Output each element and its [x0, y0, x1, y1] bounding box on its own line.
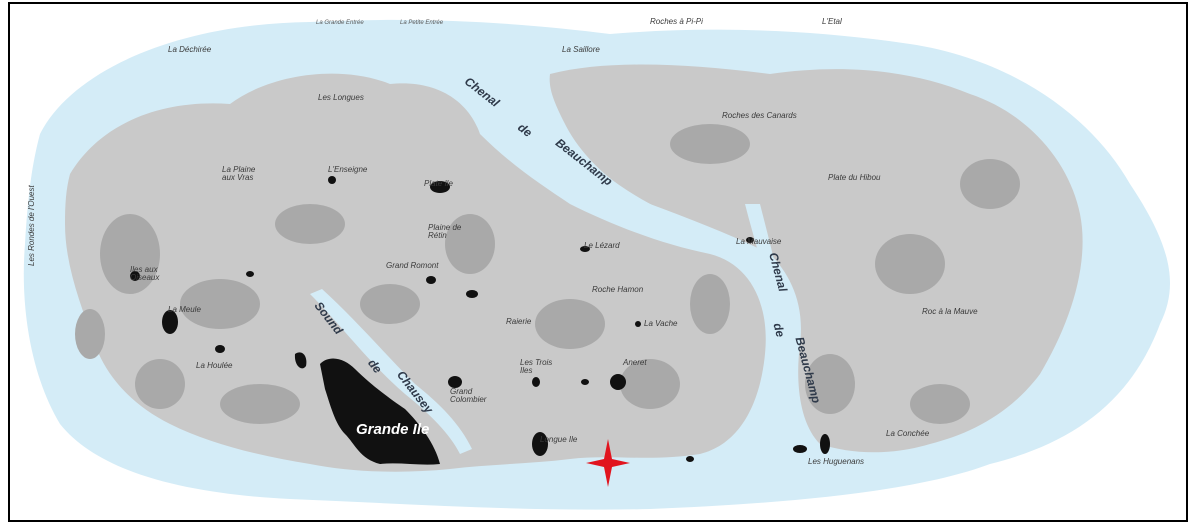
chausey-islands-map: [23, 19, 1171, 510]
label-roches-des-canards: Roches des Canards: [722, 111, 797, 120]
label-la-saillore: La Saillore: [562, 45, 600, 54]
label-raierie: Raierie: [506, 317, 532, 326]
channel-beauchamp: [455, 62, 660, 219]
black-islets: [130, 176, 830, 465]
red-star-marker-icon: [586, 439, 630, 487]
label-roches-a-pi-pi: Roches à Pi-Pi: [650, 17, 703, 26]
sound-de-chausey: [310, 289, 472, 454]
label-plaine-de-retin: Plaine de Rétin: [428, 223, 462, 240]
label-les-trois-iles: Les Trois Iles: [520, 358, 553, 375]
land-east: [549, 64, 1083, 453]
label-grand-colombier: Grand Colombier: [450, 387, 487, 404]
rock-patches: [75, 124, 1020, 424]
label-la-vache: La Vache: [644, 319, 678, 328]
label-grand-romont: Grand Romont: [386, 261, 439, 270]
channel-beauchamp-south: [745, 204, 795, 474]
label-longue-ile: Longue Ile: [540, 435, 578, 444]
label-aneret: Aneret: [623, 358, 647, 367]
label-la-dechiree: La Déchirée: [168, 45, 212, 54]
label-la-petite-entree: La Petite Entrée: [400, 20, 444, 26]
label-la-plaine-aux-vras: La Plaine aux Vras: [222, 165, 256, 182]
land-west: [65, 73, 766, 472]
label-la-meule: La Meule: [168, 305, 201, 314]
grande-ile-islet: [320, 358, 440, 465]
label-chenal2-2: de: [770, 321, 788, 339]
label-l-etal: L'Etal: [822, 17, 842, 26]
label-plate-ile: Plate Ile: [424, 179, 453, 188]
label-roche-hamon: Roche Hamon: [592, 285, 644, 294]
label-l-enseigne: L'Enseigne: [328, 165, 368, 174]
label-le-lezard: Le Lézard: [584, 241, 620, 250]
label-les-longues: Les Longues: [318, 93, 364, 102]
label-la-houlee: La Houlée: [196, 361, 233, 370]
label-la-grande-entree: La Grande Entrée: [316, 20, 364, 26]
label-la-conchee: La Conchée: [886, 429, 930, 438]
label-la-mauvaise: La Mauvaise: [736, 237, 782, 246]
label-grande-ile: Grande Ile: [356, 421, 430, 438]
label-roc-a-la-mauve: Roc à la Mauve: [922, 307, 978, 316]
label-les-huguenans: Les Huguenans: [808, 457, 865, 466]
map-frame: La Déchirée La Grande Entrée La Petite E…: [8, 2, 1188, 522]
label-iles-aux-oiseaux: Iles aux Oiseaux: [130, 265, 160, 282]
label-les-rondes-de-l-ouest: Les Rondes de l'Ouest: [27, 185, 36, 266]
label-plate-du-hibou: Plate du Hibou: [828, 173, 881, 182]
